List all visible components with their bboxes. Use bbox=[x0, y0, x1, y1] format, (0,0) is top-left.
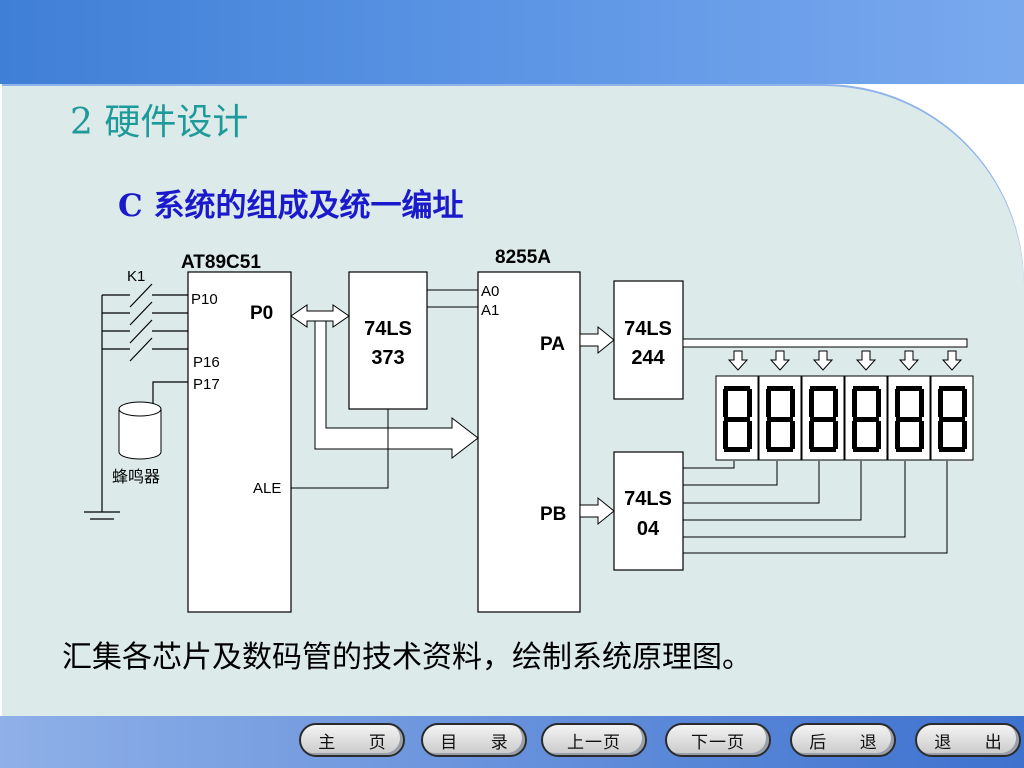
home-button[interactable]: 主 页 bbox=[299, 723, 405, 757]
pb-bus-arrow bbox=[579, 496, 615, 526]
buffer-line2: 244 bbox=[631, 347, 665, 369]
ppi-pa-label: PA bbox=[540, 334, 565, 355]
seven-segment-display bbox=[715, 375, 974, 461]
ppi-a0-label: A0 bbox=[481, 283, 499, 300]
slide-title: 2 硬件设计 bbox=[70, 102, 249, 143]
pin-p16-label: P16 bbox=[193, 354, 220, 371]
ppi-a1-label: A1 bbox=[481, 302, 499, 319]
back-button[interactable]: 后 退 bbox=[790, 723, 896, 757]
exit-button[interactable]: 退 出 bbox=[915, 723, 1021, 757]
inverter-line2: 04 bbox=[637, 518, 660, 540]
slide-caption: 汇集各芯片及数码管的技术资料，绘制系统原理图。 bbox=[62, 640, 752, 675]
pin-p0-label: P0 bbox=[250, 303, 273, 324]
segment-arrows bbox=[728, 350, 962, 371]
segment-bus bbox=[682, 338, 968, 348]
buffer-line1: 74LS bbox=[624, 318, 672, 340]
latch-line1: 74LS bbox=[364, 318, 412, 340]
pa-bus-arrow bbox=[579, 325, 615, 355]
latch-block: 74LS 373 bbox=[348, 271, 428, 410]
wires bbox=[291, 289, 948, 554]
ppi-pb-label: PB bbox=[540, 504, 566, 525]
pin-p17-label: P17 bbox=[193, 376, 220, 393]
mcu-block: AT89C51 P10 P16 P17 P0 ALE bbox=[181, 252, 292, 613]
previous-page-button[interactable]: 上一页 bbox=[541, 723, 647, 757]
pin-p10-label: P10 bbox=[191, 291, 218, 308]
p0-bidirectional-bus-arrow bbox=[290, 304, 350, 328]
bus-arrows bbox=[290, 304, 968, 526]
contents-button[interactable]: 目 录 bbox=[421, 723, 527, 757]
ppi-name: 8255A bbox=[495, 247, 551, 268]
pin-ale-label: ALE bbox=[253, 480, 281, 497]
buffer-block: 74LS 244 bbox=[613, 280, 684, 400]
latch-line2: 373 bbox=[371, 347, 404, 369]
buzzer: 蜂鸣器 bbox=[112, 381, 188, 486]
inverter-line1: 74LS bbox=[624, 488, 672, 510]
slide-subtitle: C 系统的组成及统一编址 bbox=[118, 188, 464, 224]
latch-bypass-bus-arrow bbox=[314, 320, 479, 460]
buzzer-label: 蜂鸣器 bbox=[112, 467, 160, 486]
switch-array: K1 bbox=[84, 268, 188, 520]
next-page-button[interactable]: 下一页 bbox=[665, 723, 771, 757]
header-band bbox=[0, 0, 1024, 84]
inverter-block: 74LS 04 bbox=[613, 451, 684, 571]
mcu-name: AT89C51 bbox=[181, 252, 261, 273]
switch-k1-label: K1 bbox=[127, 268, 145, 285]
ppi-block: 8255A A0 A1 PA PB bbox=[477, 247, 581, 613]
